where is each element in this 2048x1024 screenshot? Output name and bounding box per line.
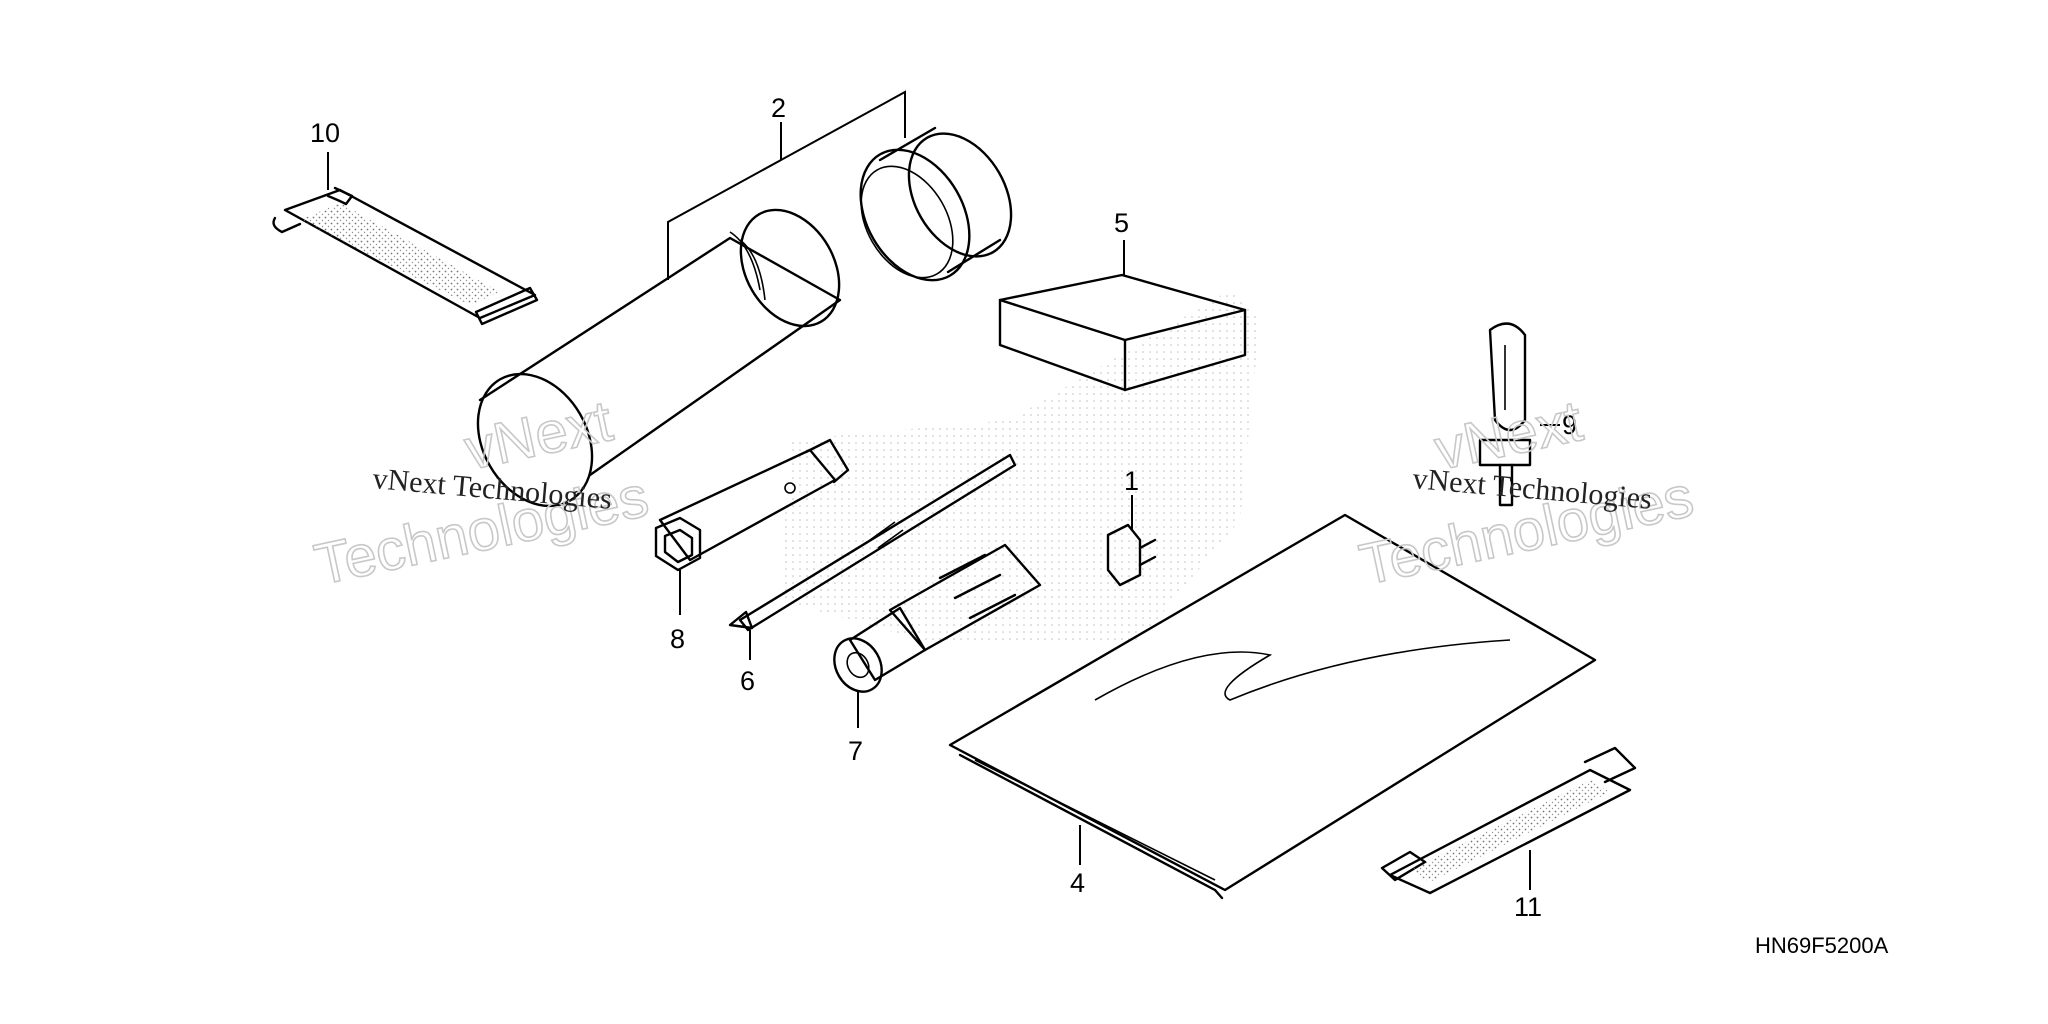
valve-tool-9 xyxy=(1478,322,1532,507)
watermark-right: vNext Technologies vNext Technologies xyxy=(1353,388,1699,599)
callout-7: 7 xyxy=(848,736,863,766)
tube-cap-2 xyxy=(859,126,1013,282)
tool-bag-4 xyxy=(948,513,1597,900)
callout-1: 1 xyxy=(1124,466,1139,496)
callout-2: 2 xyxy=(771,93,786,123)
callout-6: 6 xyxy=(740,666,755,696)
callout-8: 8 xyxy=(670,624,685,654)
screwdriver-handle-7 xyxy=(833,543,1042,693)
watermark-left: vNext Technologies vNext Technologies xyxy=(308,388,654,599)
screwdriver-bit-6 xyxy=(728,453,1017,632)
tool-tube-2 xyxy=(476,208,842,508)
box-wrench-8 xyxy=(654,438,850,572)
callouts: 10 2 5 9 1 8 6 7 4 11 xyxy=(310,93,1577,922)
callout-11: 11 xyxy=(1514,892,1542,922)
leader-2 xyxy=(667,90,906,280)
leader-lines xyxy=(327,90,1560,890)
callout-4: 4 xyxy=(1070,868,1085,898)
connector-1 xyxy=(1106,523,1157,587)
watermark-left-line1: vNext xyxy=(459,388,618,482)
background-logo-stipple xyxy=(780,290,1260,640)
callout-9: 9 xyxy=(1562,410,1577,440)
diagram-code: HN69F5200A xyxy=(1755,933,1889,958)
strap-10 xyxy=(272,186,539,326)
foam-block-5 xyxy=(998,273,1247,392)
callout-5: 5 xyxy=(1114,208,1129,238)
strap-11 xyxy=(1380,746,1637,895)
callout-10: 10 xyxy=(310,118,340,148)
